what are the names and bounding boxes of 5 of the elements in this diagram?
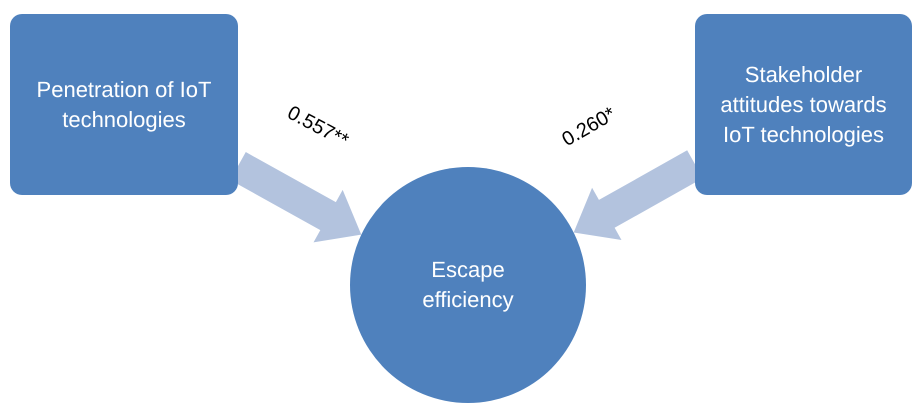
- process-box: [10, 14, 238, 195]
- node-label: Penetration of IoT technologies: [36, 76, 212, 134]
- node-label: Escape efficiency: [421, 256, 515, 314]
- node-label: Stakeholder attitudes towards IoT technologies: [719, 60, 888, 149]
- process-box: [695, 14, 912, 195]
